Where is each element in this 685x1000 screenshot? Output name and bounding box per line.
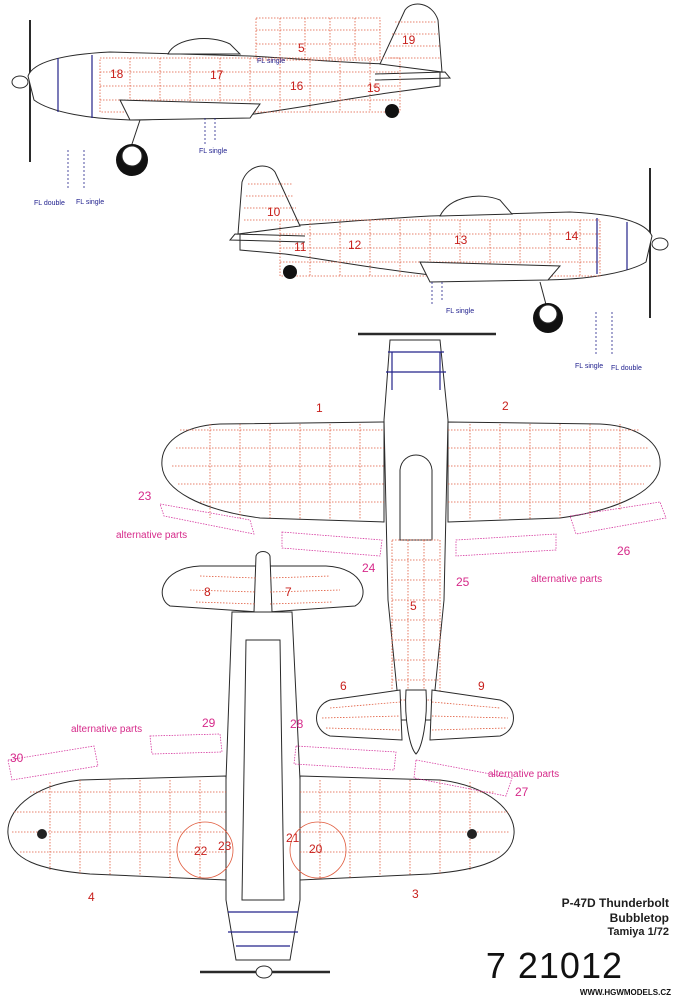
- top-view: [159, 332, 667, 755]
- fuselage-side-2: [239, 211, 653, 281]
- etch-flap-5: [255, 17, 381, 61]
- wing-root-1: [119, 99, 261, 121]
- alt-part-30: [7, 745, 99, 781]
- side-view-right: [228, 165, 669, 355]
- fl-double-1: FL double: [34, 200, 65, 207]
- label-12: 12: [348, 238, 362, 252]
- label-30: 30: [10, 751, 24, 765]
- etch-wing-1-2: [172, 429, 652, 503]
- label-13: 13: [454, 233, 468, 247]
- alt-part-29: [149, 733, 223, 755]
- label-19: 19: [402, 33, 416, 47]
- wing-top: [161, 421, 661, 523]
- alt-part-28: [293, 745, 397, 771]
- label-5a: 5: [298, 41, 305, 55]
- fl-single-2: FL single: [199, 148, 227, 155]
- fl-single-5: FL single: [575, 363, 603, 370]
- label-18: 18: [110, 67, 124, 81]
- label-24: 24: [362, 561, 376, 575]
- label-28: 28: [290, 717, 304, 731]
- tail-fin-2: [237, 165, 301, 235]
- website: WWW.HGWMODELS.CZ: [579, 988, 671, 997]
- fl-double-2: FL double: [611, 365, 642, 372]
- label-10: 10: [267, 205, 281, 219]
- alt-label-4: alternative parts: [488, 769, 559, 780]
- label-2: 2: [502, 399, 509, 413]
- cockpit-top: [399, 454, 433, 541]
- title-variant: Bubbletop: [609, 911, 669, 925]
- alt-label-3: alternative parts: [71, 724, 142, 735]
- label-16: 16: [290, 79, 304, 93]
- alternative-part-labels: 23 alternative parts 24 25 26 alternativ…: [10, 489, 631, 799]
- label-25: 25: [456, 575, 470, 589]
- fl-labels: FL single FL single FL double FL single …: [34, 58, 642, 372]
- label-20: 20: [309, 842, 323, 856]
- fl-single-3: FL single: [76, 199, 104, 206]
- label-15: 15: [367, 81, 381, 95]
- bottom-view: [7, 551, 515, 979]
- alt-part-26: [569, 501, 667, 535]
- label-4: 4: [88, 890, 95, 904]
- alt-label-2: alternative parts: [531, 574, 602, 585]
- alt-part-24: [281, 531, 383, 557]
- label-5b: 5: [410, 599, 417, 613]
- alt-part-25: [455, 533, 557, 557]
- alt-label-1: alternative parts: [116, 530, 187, 541]
- fl-single-4: FL single: [446, 308, 474, 315]
- label-27: 27: [515, 785, 529, 799]
- stabilizer-top: [316, 689, 514, 741]
- fl-single-1: FL single: [257, 58, 285, 65]
- label-23a: 23: [138, 489, 152, 503]
- label-22: 22: [194, 844, 208, 858]
- alt-part-23: [159, 503, 255, 535]
- tail-fin-1: [379, 3, 443, 73]
- stabilizer-1: [374, 71, 452, 81]
- title-kit: Tamiya 1/72: [607, 926, 669, 938]
- tail-wheel-1: [385, 104, 399, 118]
- tail-fin-top: [405, 689, 427, 755]
- wing-bottom: [7, 775, 515, 881]
- cowling-lines: [57, 55, 93, 118]
- label-21: 21: [286, 831, 300, 845]
- canopy-side-2: [439, 195, 514, 217]
- part-number-labels: 5 19 18 17 16 15 10 11 12 13 14 1 2 5 8 …: [88, 33, 579, 904]
- side-view-left: [11, 3, 452, 190]
- alt-part-27: [413, 759, 513, 797]
- label-3: 3: [412, 887, 419, 901]
- label-29: 29: [202, 716, 216, 730]
- tail-wheel-2: [283, 265, 297, 279]
- label-11: 11: [294, 240, 307, 254]
- stabilizer-bottom: [161, 565, 364, 613]
- label-17: 17: [210, 68, 224, 82]
- label-6: 6: [340, 679, 347, 693]
- label-26: 26: [617, 544, 631, 558]
- fuselage-bottom: [225, 611, 301, 961]
- label-9: 9: [478, 679, 485, 693]
- etch-fin-10: [244, 183, 298, 221]
- label-23b: 23: [218, 839, 232, 853]
- spinner: [11, 75, 29, 89]
- canopy-side-1: [167, 38, 242, 55]
- title-model: P-47D Thunderbolt: [561, 896, 669, 910]
- product-code: 7 21012: [485, 945, 623, 986]
- label-14: 14: [565, 229, 579, 243]
- label-1: 1: [316, 401, 323, 415]
- label-7: 7: [285, 585, 292, 599]
- label-8: 8: [204, 585, 211, 599]
